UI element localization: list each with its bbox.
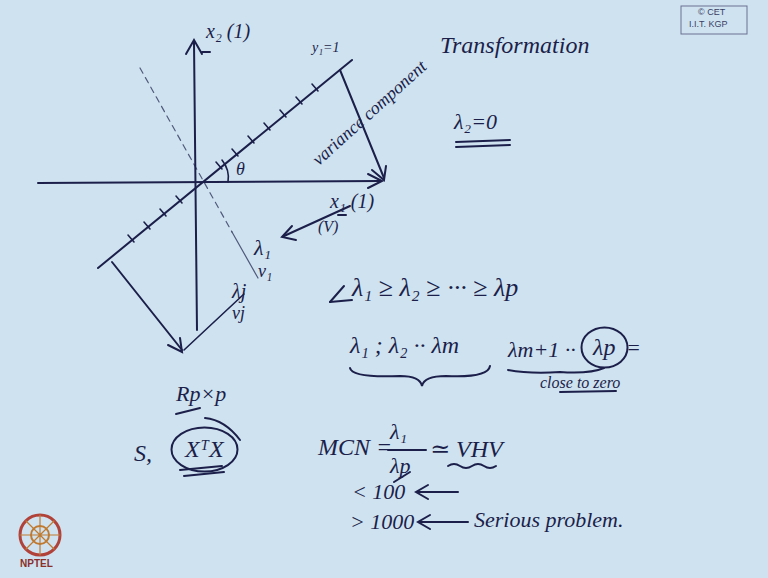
- threshold-note: > 1000: [350, 510, 414, 534]
- watermark: I.I.T. KGP: [689, 20, 728, 30]
- eigen-note: λ₂=0: [454, 110, 497, 134]
- eigen-symbol: λ₁: [254, 236, 271, 260]
- ordering-note: λ₁ ≥ λ₂ ≥ ··· ≥ λp: [352, 274, 518, 303]
- node-text: XᵀX: [185, 436, 239, 462]
- formula-part: λ₁: [390, 420, 407, 444]
- matrix-symbol: S,: [134, 440, 152, 466]
- formula-part: λp: [390, 454, 411, 478]
- variance-note: variance component: [309, 57, 431, 170]
- unit-mark: y₁=1: [312, 40, 340, 55]
- eigen-group: λm+1 ··: [508, 338, 576, 362]
- axis-label: x₁ (1): [330, 190, 374, 212]
- node-text: λp: [593, 334, 629, 360]
- axis-label: x₂ (1): [206, 20, 250, 42]
- heading-note: Transformation: [440, 32, 589, 58]
- zero-note: close to zero: [540, 374, 620, 392]
- formula-part: ≃ VHV: [430, 436, 503, 462]
- eigen-group: λ₁ ; λ₂ ·· λm: [350, 332, 459, 358]
- problem-note: Serious problem.: [474, 508, 624, 532]
- symbol-note: (V): [318, 218, 338, 236]
- circled-term: λp: [580, 326, 629, 369]
- matrix-symbol: Rp×p: [176, 382, 226, 406]
- vector-symbol: vj: [232, 304, 245, 324]
- threshold-note: < 100: [352, 480, 405, 504]
- watermark: © CET: [698, 8, 725, 18]
- logo-text: NPTEL: [20, 558, 53, 569]
- formula-label: MCN =: [318, 434, 392, 460]
- circled-matrix: XᵀX: [170, 426, 239, 473]
- eigen-symbol: λj: [232, 280, 246, 302]
- angle-label: θ: [236, 160, 245, 180]
- vector-symbol: v₁: [258, 262, 272, 282]
